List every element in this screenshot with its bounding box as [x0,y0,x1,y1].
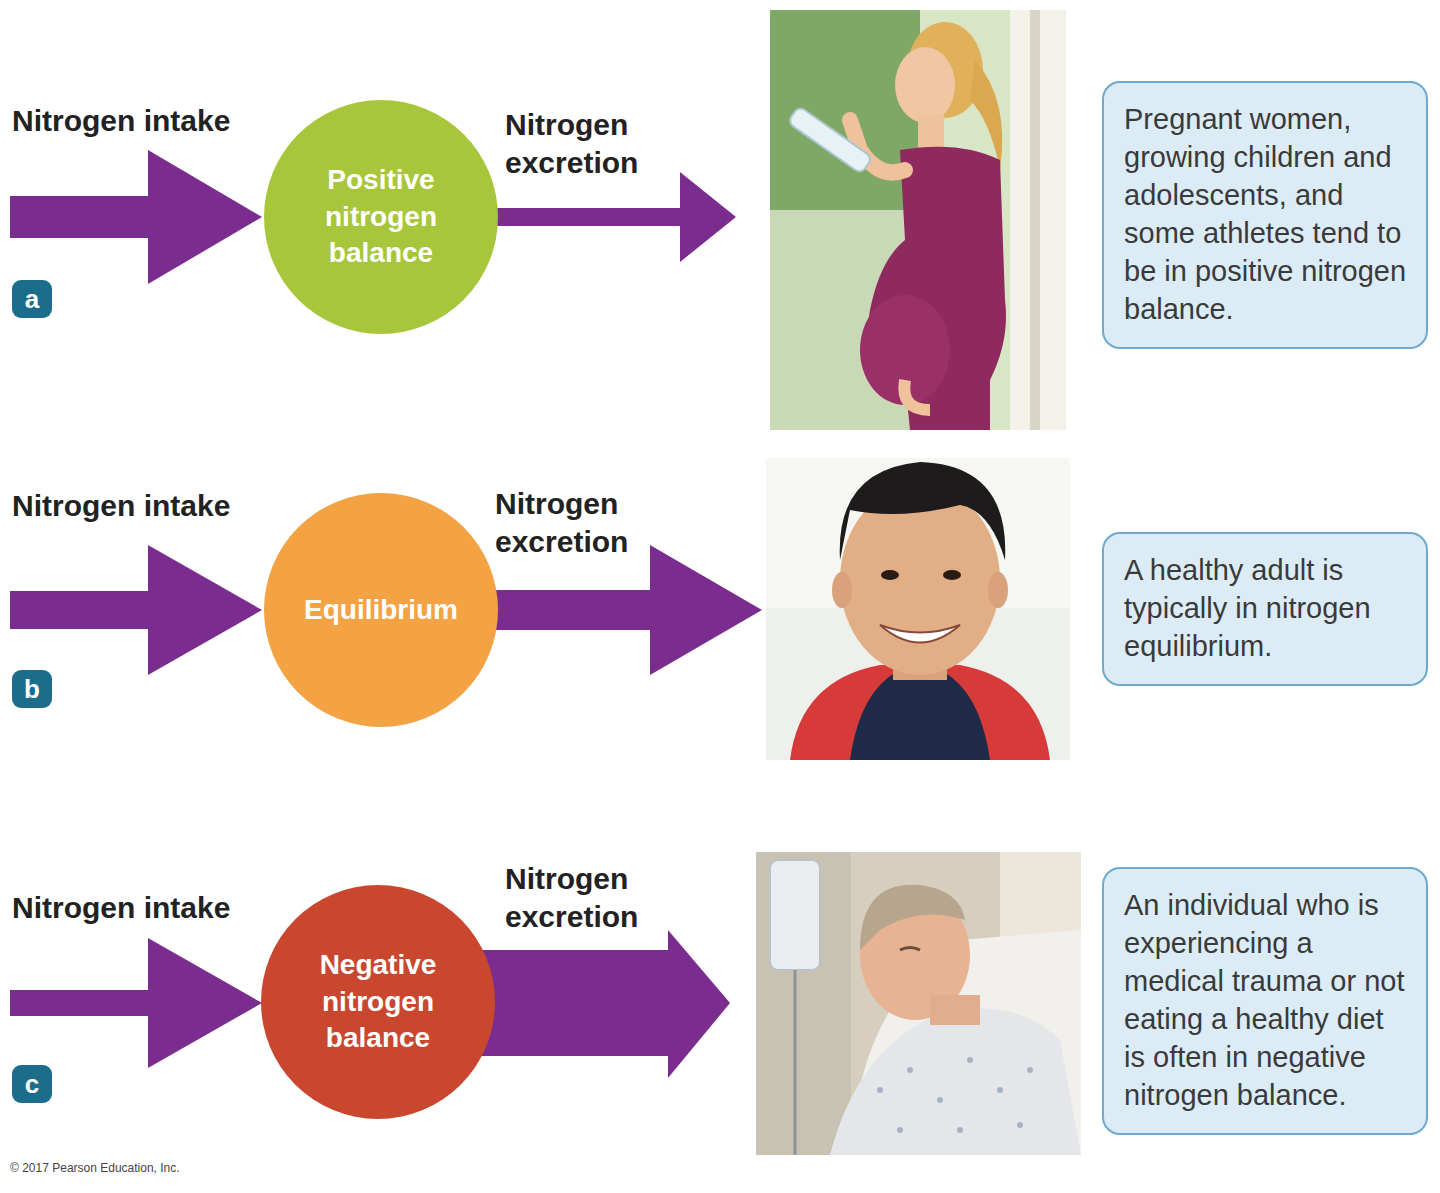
flow-label: Nitrogen intake [12,487,312,525]
description-box: A healthy adult is typically in nitrogen… [1102,532,1428,686]
circle-label: Positive nitrogen balance [290,162,472,271]
description-text: A healthy adult is typically in nitrogen… [1124,552,1408,666]
panel-letter-text: c [25,1071,39,1097]
flow-label: Nitrogen excretion [505,106,670,181]
excretion-arrow [480,172,736,262]
panel-letter: c [12,1065,52,1103]
photo-healthy-adult [766,458,1070,760]
panel-letter: a [12,280,52,318]
circle-label: Negative nitrogen balance [287,947,469,1056]
photo-hospital-patient [756,852,1081,1155]
balance-circle: Equilibrium [264,493,498,727]
panel-letter-text: a [25,286,39,312]
flow-label: Nitrogen excretion [495,485,647,560]
description-box: Pregnant women, growing children and ado… [1102,81,1428,349]
description-box: An individual who is experiencing a medi… [1102,867,1428,1135]
balance-circle: Positive nitrogen balance [264,100,498,334]
description-text: An individual who is experiencing a medi… [1124,887,1408,1115]
description-text: Pregnant women, growing children and ado… [1124,101,1408,329]
intake-arrow [10,545,262,675]
intake-arrow [10,150,262,284]
excretion-arrow [480,545,762,675]
balance-circle: Negative nitrogen balance [261,885,495,1119]
panel-letter: b [12,670,52,708]
photo-pregnant-woman [770,10,1066,430]
excretion-arrow [480,930,730,1078]
circle-fill [264,493,498,727]
circle-label: Equilibrium [304,592,458,628]
circle-fill [261,885,495,1119]
intake-arrow [10,938,262,1068]
flow-label: Nitrogen intake [12,889,312,927]
flow-label: Nitrogen intake [12,102,312,140]
circle-fill [264,100,498,334]
flow-label: Nitrogen excretion [505,860,665,935]
copyright-note: © 2017 Pearson Education, Inc. [10,1161,410,1176]
panel-letter-text: b [24,676,40,702]
